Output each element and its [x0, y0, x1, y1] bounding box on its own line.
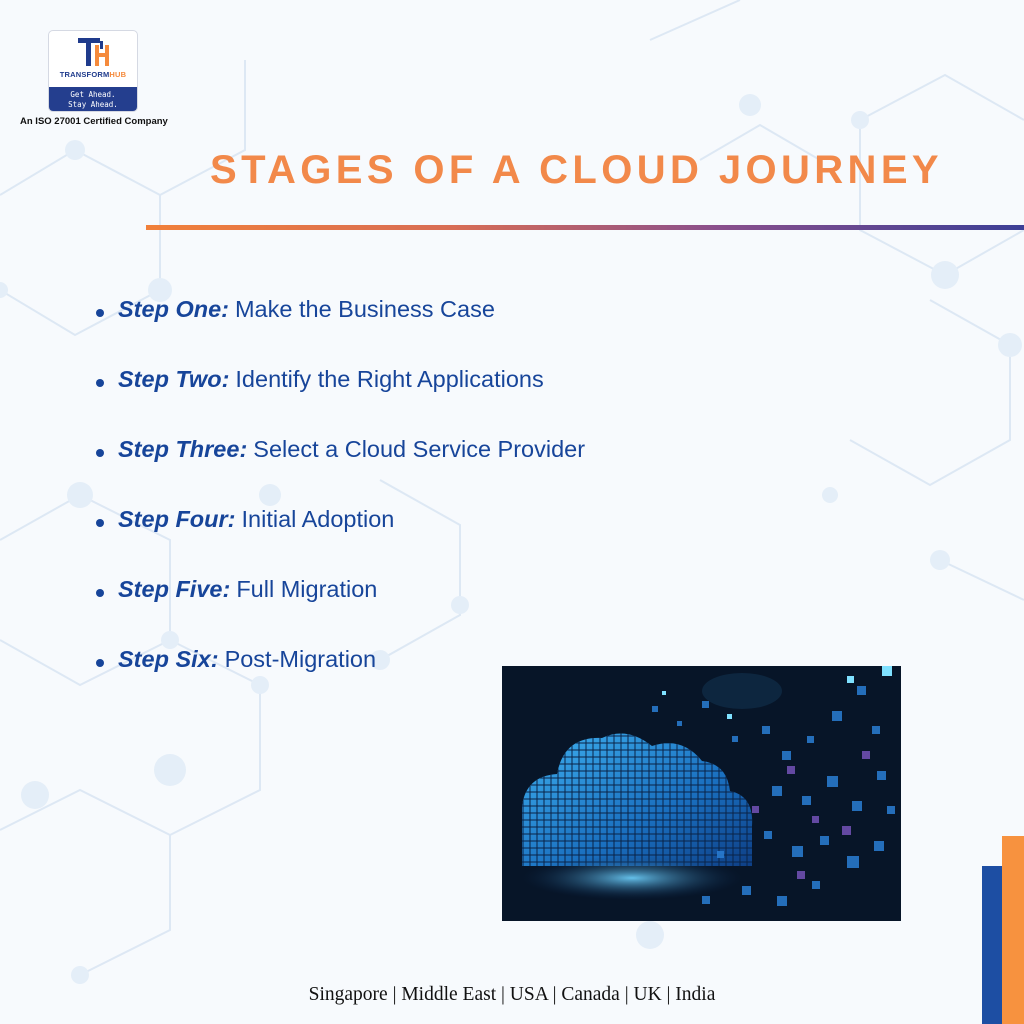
bullet-icon — [96, 659, 104, 667]
tagline-line-2: Stay Ahead. — [68, 100, 118, 109]
steps-list: Step One:Make the Business Case Step Two… — [96, 296, 585, 716]
scattered-cubes — [652, 686, 895, 906]
step-label: Step Three: — [118, 436, 248, 462]
step-label: Step Two: — [118, 366, 230, 392]
brand-tagline: Get Ahead. Stay Ahead. — [49, 87, 137, 111]
step-text: Select a Cloud Service Provider — [253, 436, 586, 462]
brand-name-part1: TRANSFORM — [59, 70, 110, 79]
brand-name: TRANSFORMHUB — [49, 70, 137, 79]
accent-bar-blue — [982, 866, 1002, 1024]
certification-text: An ISO 27001 Certified Company — [20, 116, 168, 127]
title-divider — [146, 225, 1024, 230]
list-item: Step Four:Initial Adoption — [96, 506, 585, 576]
step-text: Identify the Right Applications — [235, 366, 544, 392]
page-title: STAGES OF A CLOUD JOURNEY — [210, 148, 944, 192]
bullet-icon — [96, 519, 104, 527]
list-item: Step Three:Select a Cloud Service Provid… — [96, 436, 585, 506]
brand-logo[interactable]: TRANSFORMHUB Get Ahead. Stay Ahead. — [48, 30, 138, 112]
step-text: Make the Business Case — [234, 296, 495, 322]
accent-bar-orange — [1002, 836, 1024, 1024]
bullet-icon — [96, 589, 104, 597]
step-text: Initial Adoption — [241, 506, 395, 532]
tagline-line-1: Get Ahead. — [70, 90, 116, 99]
pixel-cloud-illustration — [502, 666, 901, 921]
list-item: Step Two:Identify the Right Applications — [96, 366, 585, 436]
list-item: Step Five:Full Migration — [96, 576, 585, 646]
bullet-icon — [96, 309, 104, 317]
digital-cloud-image — [502, 666, 901, 921]
brand-name-part2: HUB — [109, 70, 127, 79]
step-label: Step Four: — [118, 506, 236, 532]
office-locations: Singapore | Middle East | USA | Canada |… — [308, 984, 716, 1005]
list-item: Step One:Make the Business Case — [96, 296, 585, 366]
step-text: Post-Migration — [224, 646, 377, 672]
step-text: Full Migration — [236, 576, 378, 602]
step-label: Step Five: — [118, 576, 231, 602]
step-label: Step One: — [118, 296, 229, 322]
bullet-icon — [96, 449, 104, 457]
th-monogram-icon — [78, 38, 109, 66]
bullet-icon — [96, 379, 104, 387]
list-item: Step Six:Post-Migration — [96, 646, 585, 716]
step-label: Step Six: — [118, 646, 219, 672]
